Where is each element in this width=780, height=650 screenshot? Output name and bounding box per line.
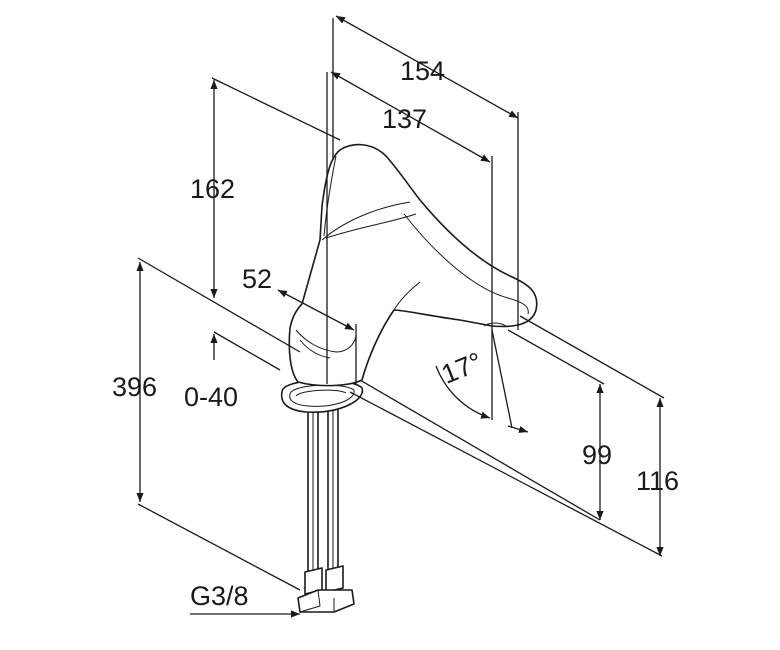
hose-connector xyxy=(297,565,355,613)
label-154: 154 xyxy=(400,56,445,86)
label-162: 162 xyxy=(190,174,235,204)
dim-line-52 xyxy=(277,289,355,331)
dim-line-137 xyxy=(330,71,491,163)
label-99: 99 xyxy=(582,440,612,470)
label-116: 116 xyxy=(636,466,679,496)
label-52: 52 xyxy=(242,264,272,294)
label-137: 137 xyxy=(382,104,427,134)
label-g3-8: G3/8 xyxy=(190,581,249,611)
label-0-40: 0-40 xyxy=(184,382,238,412)
supply-hoses xyxy=(307,399,339,576)
label-396: 396 xyxy=(112,372,157,402)
dim-angle-arc xyxy=(435,365,491,419)
faucet-outline xyxy=(280,143,538,613)
mounting-ring xyxy=(280,379,364,413)
dimension-lines xyxy=(136,15,665,618)
dimension-labels: 154 137 162 52 396 0-40 17° 99 116 G3/8 xyxy=(112,56,679,611)
